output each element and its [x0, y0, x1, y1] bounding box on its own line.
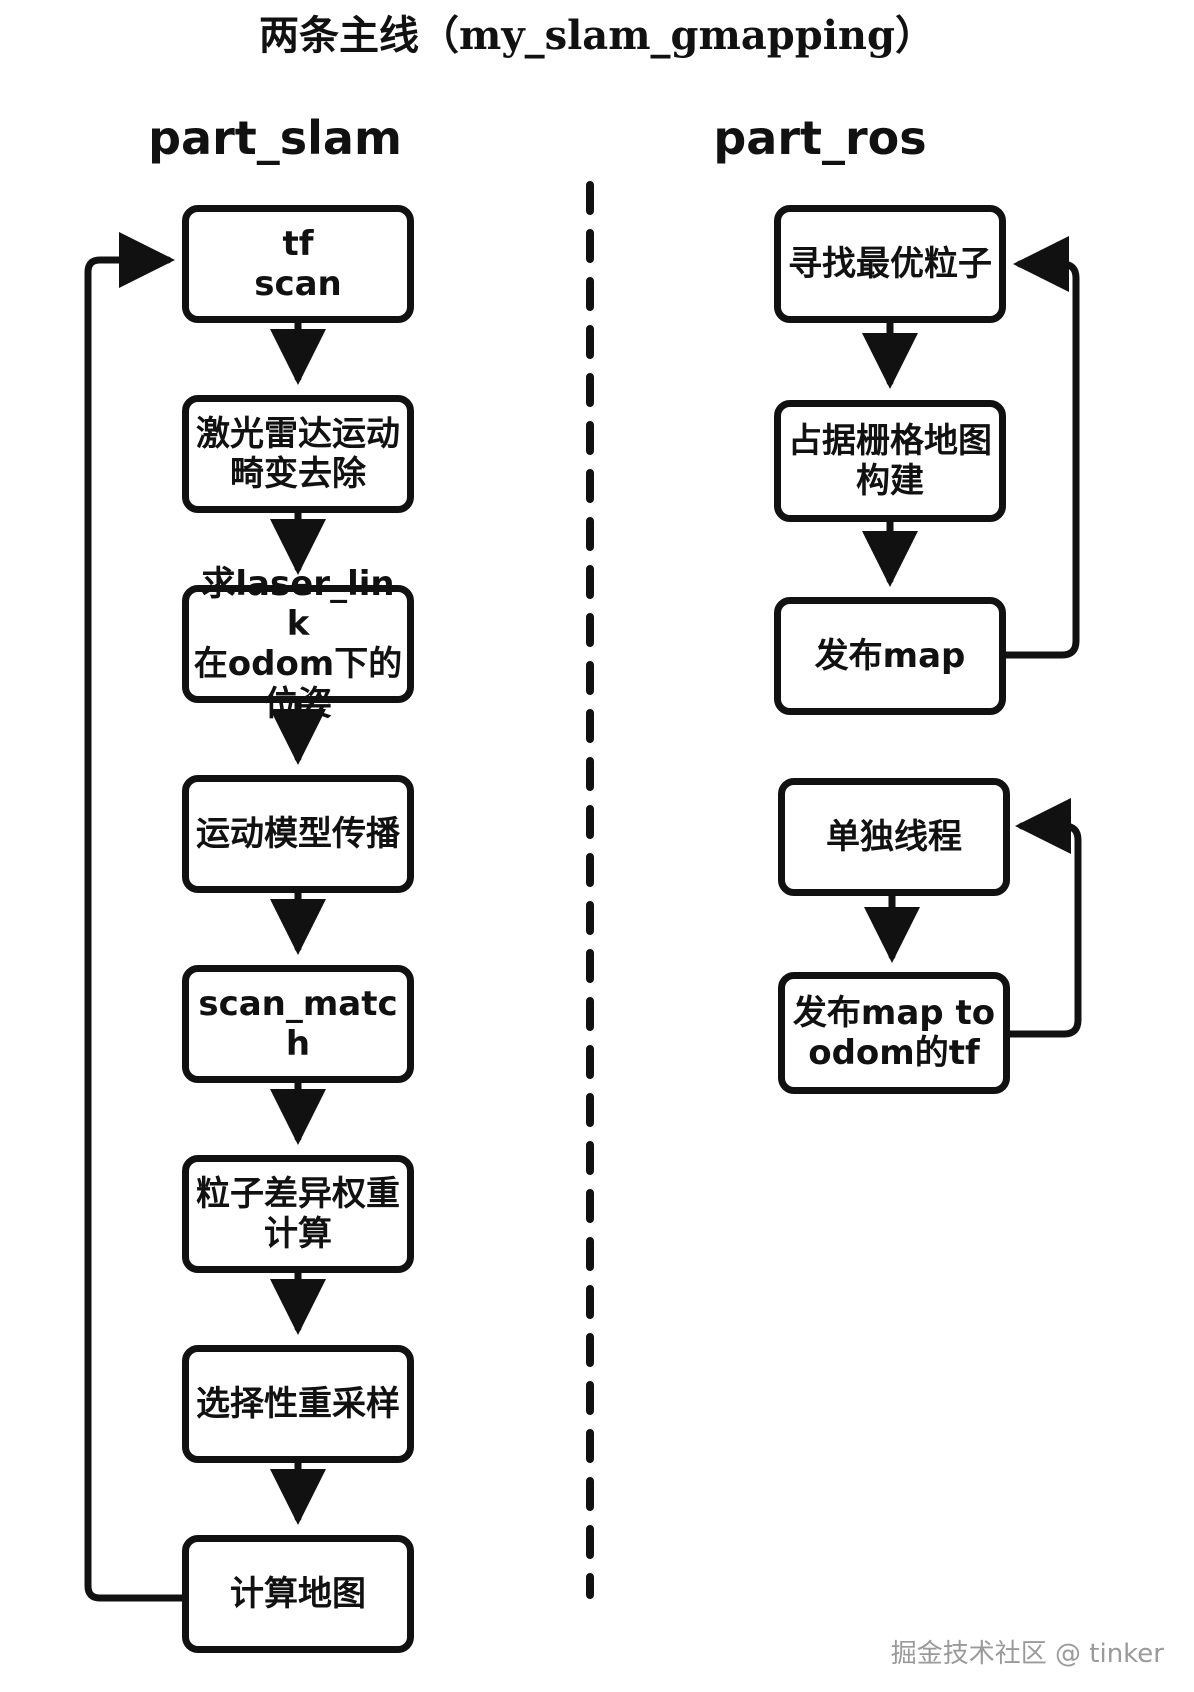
watermark-text: 掘金技术社区 @ tinker: [890, 1639, 1164, 1669]
node-motion-model-propagation: 运动模型传播: [182, 775, 414, 893]
node-compute-map: 计算地图: [182, 1535, 414, 1653]
part-slam-arrows: [84, 232, 326, 1602]
part-ros-arrows: [862, 236, 1082, 1038]
part-ros-heading: part_ros: [713, 111, 927, 165]
loop-tf-to-thread: [1006, 798, 1082, 1038]
loop-publish-to-best: [1002, 236, 1080, 659]
node-scan-match: scan_match: [182, 965, 414, 1083]
node-lidar-motion-distortion-removal: 激光雷达运动畸变去除: [182, 395, 414, 513]
node-publish-map: 发布map: [774, 597, 1006, 715]
loop-back-arrow: [84, 232, 186, 1602]
node-occupancy-grid-build: 占据栅格地图构建: [774, 400, 1006, 522]
node-selective-resampling: 选择性重采样: [182, 1345, 414, 1463]
node-find-best-particle: 寻找最优粒子: [774, 205, 1006, 323]
node-separate-thread: 单独线程: [778, 778, 1010, 896]
diagram-title: 两条主线（my_slam_gmapping）: [259, 12, 935, 59]
node-particle-weight-computation: 粒子差异权重计算: [182, 1155, 414, 1273]
part-slam-heading: part_slam: [148, 111, 402, 165]
